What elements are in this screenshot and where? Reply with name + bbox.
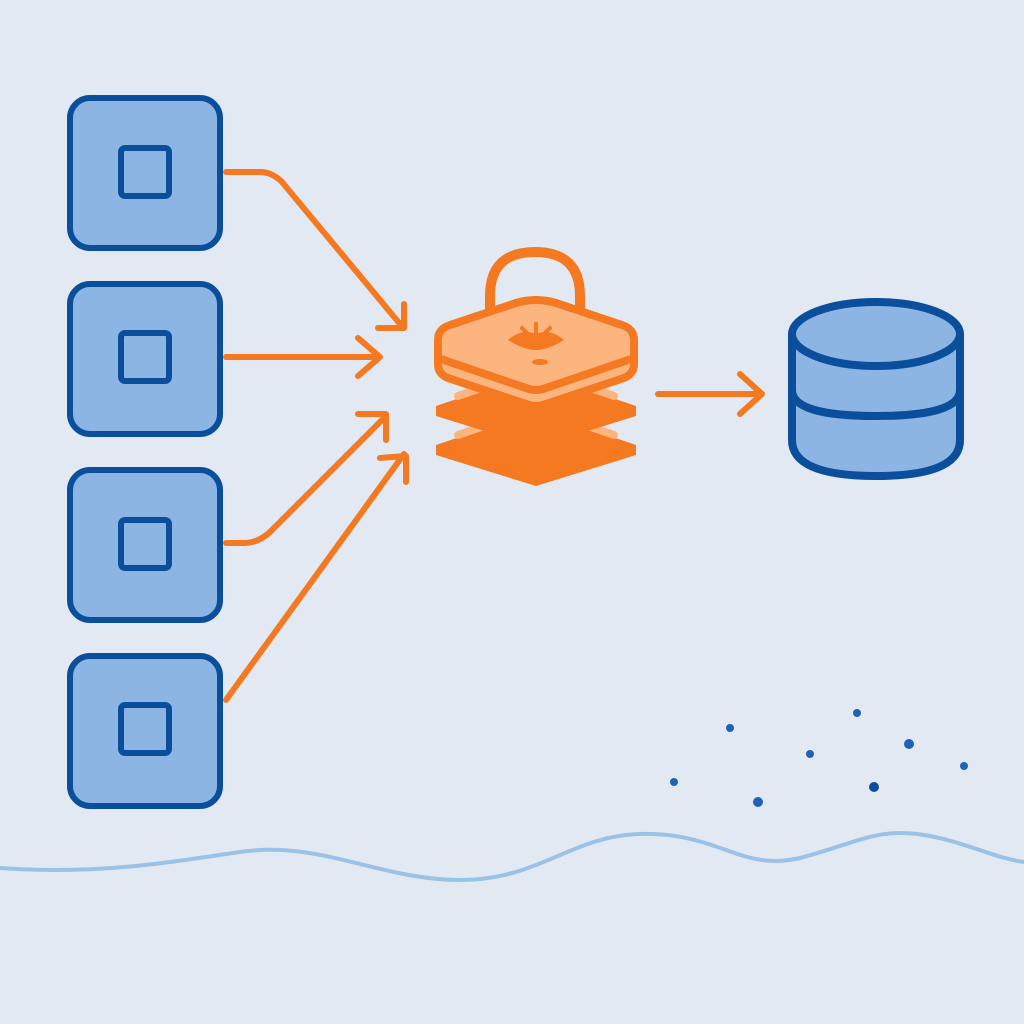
wave-line xyxy=(0,830,1024,883)
locked-stack-icon xyxy=(434,246,638,486)
square-node-icon xyxy=(118,145,172,199)
square-node-icon xyxy=(118,330,172,384)
database-icon xyxy=(788,298,964,480)
arrow-2 xyxy=(223,335,383,379)
square-node-icon xyxy=(118,517,172,571)
arrow-4 xyxy=(223,451,409,703)
source-node-2 xyxy=(67,281,223,437)
source-node-1 xyxy=(67,95,223,251)
scatter-dots xyxy=(670,709,968,807)
source-node-4 xyxy=(67,653,223,809)
source-node-3 xyxy=(67,467,223,623)
arrow-3 xyxy=(223,411,389,546)
arrow-1 xyxy=(223,169,407,331)
arrow-to-database xyxy=(655,371,765,417)
square-node-icon xyxy=(118,702,172,756)
